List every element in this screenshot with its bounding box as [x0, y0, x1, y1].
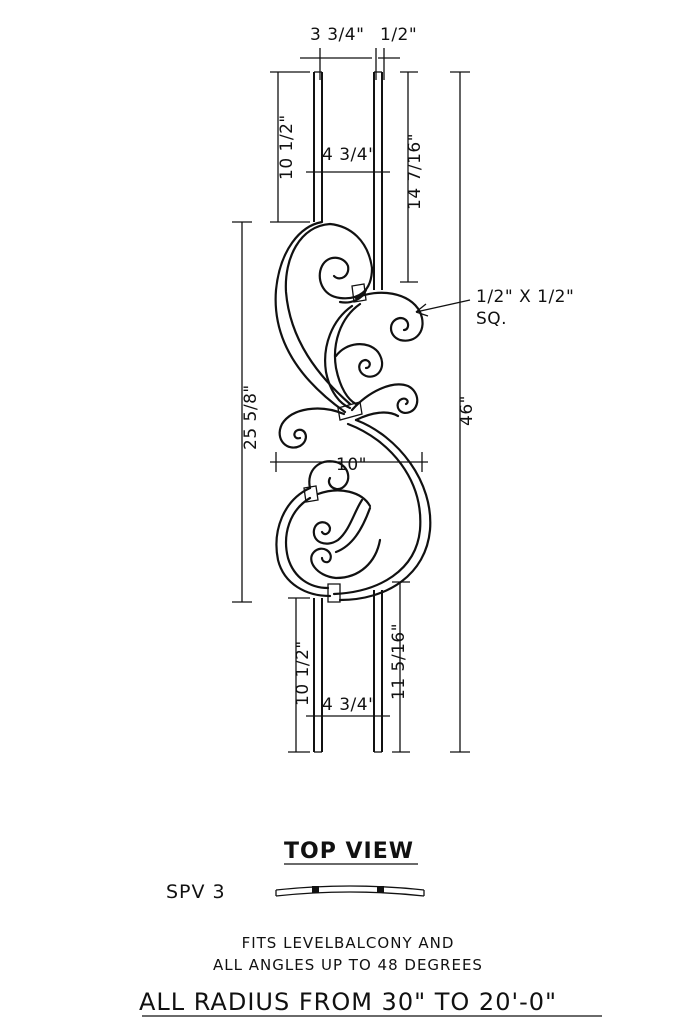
scroll-ornament: [274, 220, 432, 603]
dim-bottom-right-length: 11 5/16": [389, 623, 409, 700]
dim-top-right-length: 14 7/16": [405, 133, 425, 210]
dim-bottom-bar-length: 10 1/2": [293, 640, 313, 706]
top-view-title: TOP VIEW: [284, 839, 414, 864]
dim-bar-section-line2: SQ.: [476, 309, 507, 329]
dim-bottom-width: 4 3/4": [322, 695, 376, 715]
note-line-1: FITS LEVELBALCONY AND: [242, 934, 455, 952]
dim-scroll-width: 10": [336, 455, 367, 475]
top-bars: [313, 71, 383, 290]
top-view-model: SPV 3: [166, 881, 226, 903]
footer-radius-note: ALL RADIUS FROM 30" TO 20'-0": [139, 988, 557, 1016]
bottom-bars: [313, 590, 383, 753]
dim-top-width: 4 3/4": [322, 145, 376, 165]
dim-top-bar-length: 10 1/2": [277, 114, 297, 180]
dim-top-gap: 3 3/4": [310, 25, 364, 45]
dim-scroll-height: 25 5/8": [241, 384, 261, 450]
dimension-lines: [232, 48, 471, 753]
top-view-profile: [275, 885, 425, 897]
dim-overall-height: 46": [457, 395, 477, 426]
dim-bar-size-top: 1/2": [380, 25, 417, 45]
dim-bar-section-line1: 1/2" X 1/2": [476, 287, 574, 307]
note-line-2: ALL ANGLES UP TO 48 DEGREES: [213, 956, 483, 974]
